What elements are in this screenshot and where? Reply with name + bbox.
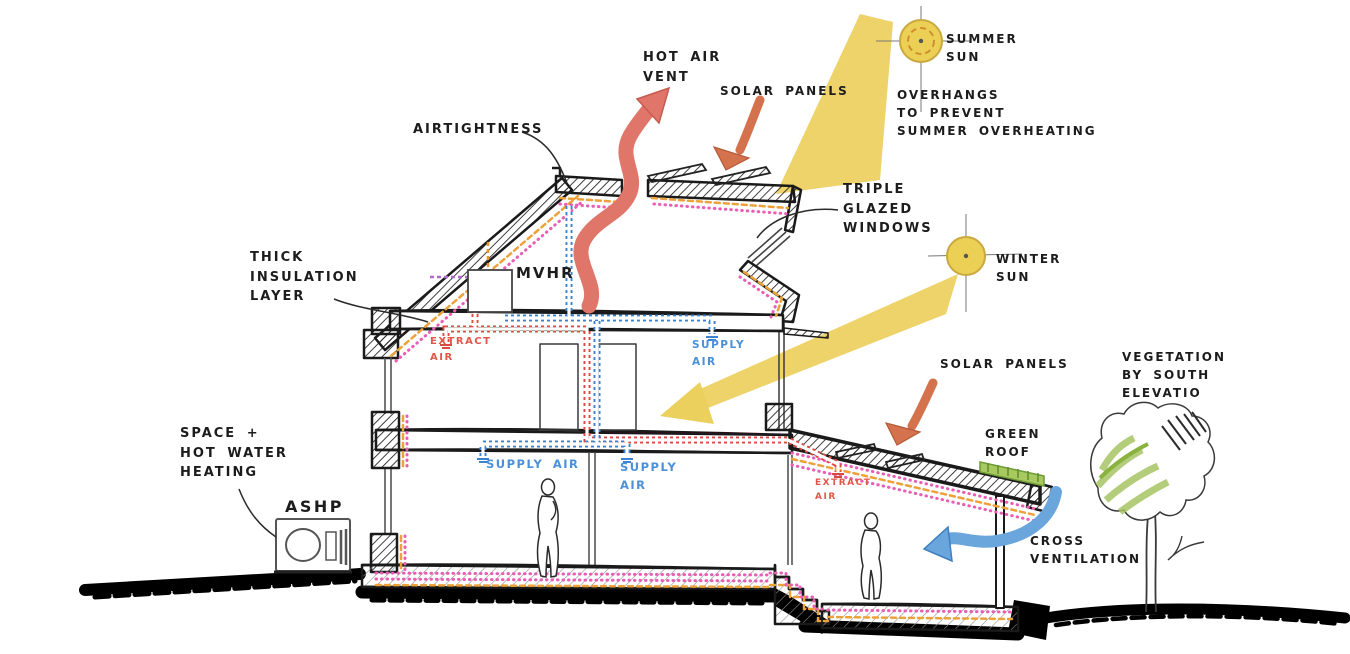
label-cross-ventilation: CROSS VENTILATION (1030, 534, 1142, 566)
triple-glazed-leader (756, 208, 839, 239)
label-winter-sun: WINTER SUN (996, 252, 1062, 284)
solar-panel-arrow (907, 378, 938, 431)
label-solar-panels-top: SOLAR PANELS (720, 84, 849, 98)
label-ashp: ASHP (285, 497, 345, 516)
solar-panels (646, 162, 926, 470)
canopy-solar-panel (834, 442, 878, 460)
person-figure (860, 512, 882, 600)
arrows (573, 86, 1062, 563)
insulation-lines (374, 194, 1038, 623)
tree-foliage-green (1095, 434, 1170, 515)
left-windows (384, 358, 392, 534)
person-figure (536, 478, 559, 578)
ashp-unit (274, 518, 352, 574)
triple-glazed-window (747, 227, 791, 267)
leader-lines (238, 131, 839, 538)
label-supply-air-ground-left: SUPPLY AIR (486, 457, 580, 471)
insulation-pink (374, 199, 1038, 614)
brise-soleil-shelf (783, 327, 829, 339)
label-hot-air-vent: HOT AIR VENT (643, 50, 722, 85)
label-extract-air-upper: EXTRACT AIR (430, 336, 492, 363)
label-space-hot-water-heating: SPACE + HOT WATER HEATING (180, 426, 288, 480)
hot-air-vent-arrow (573, 100, 658, 314)
roof-solar-panel (710, 165, 772, 187)
canopy-solar-panel (884, 452, 926, 470)
tree (1090, 401, 1216, 613)
label-triple-glazed-windows: TRIPLE GLAZED WINDOWS (843, 182, 933, 236)
label-vegetation: VEGETATION BY SOUTH ELEVATIO (1122, 350, 1227, 400)
label-airtightness: AIRTIGHTNESS (413, 122, 544, 137)
insulation-leader (333, 298, 429, 323)
label-supply-air-ground-right: SUPPLY AIR (620, 460, 678, 493)
green-roof-strip (979, 461, 1045, 487)
sun-beams (660, 14, 958, 424)
canopy-column (995, 495, 1005, 609)
tree-hatch (1161, 411, 1207, 451)
heating-leader (238, 488, 277, 538)
glass-wall (787, 455, 793, 565)
winter-sun-beam-arrowhead (660, 382, 714, 424)
summer-sun-beam (776, 14, 893, 194)
cross-ventilation-arrow (939, 486, 1062, 548)
label-supply-air-upper: SUPPLY AIR (692, 339, 746, 368)
winter-sun-beam (698, 274, 958, 408)
suns (876, 6, 1023, 312)
stepped-wall (738, 259, 801, 324)
roof-solar-panel (646, 162, 708, 184)
ventilation-ducts (430, 206, 844, 478)
airtightness-leader (521, 131, 568, 184)
label-mvhr: MVHR (516, 264, 575, 282)
label-solar-panels-right: SOLAR PANELS (940, 357, 1069, 371)
label-thick-insulation-layer: THICK INSULATION LAYER (250, 250, 359, 304)
label-overhangs: OVERHANGS TO PREVENT SUMMER OVERHEATING (897, 88, 1097, 138)
label-green-roof: GREEN ROOF (985, 427, 1041, 459)
label-extract-air-lower: EXTRACT AIR (815, 478, 872, 503)
mvhr-unit (467, 269, 513, 313)
label-summer-sun: SUMMER SUN (946, 32, 1018, 64)
people (536, 478, 882, 600)
sill-block (764, 402, 794, 432)
solar-panel-arrow (735, 95, 765, 155)
extract-outlets (440, 344, 844, 478)
interior-wall (588, 453, 596, 566)
ashp-fan (285, 528, 321, 562)
summer-sun-icon (876, 6, 970, 112)
supply-outlets (477, 336, 718, 463)
winter-sun-icon (927, 214, 1023, 312)
